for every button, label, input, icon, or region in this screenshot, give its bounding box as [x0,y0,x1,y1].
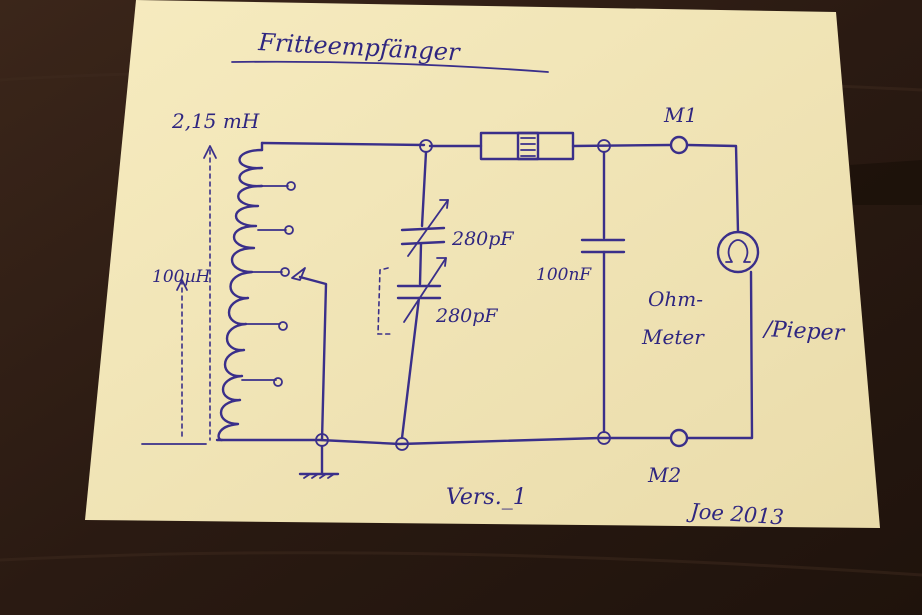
label-cap-variable-2: 280pF [435,305,498,327]
ohm-meter-symbol [716,230,760,274]
title-underline [231,60,549,73]
label-terminal-m1: M1 [663,103,697,127]
label-meter-line2: Meter [641,325,705,349]
wire-top-right [571,143,672,148]
label-version: Vers._1 [446,485,527,510]
label-cap-variable-1: 280pF [451,228,514,250]
label-terminal-m2: M2 [647,463,681,487]
coil-inductor [217,141,296,442]
terminal-m2-circle [669,428,689,448]
inductance-dimension [141,145,217,445]
wire-top-left [260,141,426,147]
wire-to-beeper [686,143,740,234]
label-meter-line1: Ohm- [648,287,703,311]
label-inductance-total: 2,15 mH [171,109,260,133]
variable-capacitor-1 [400,199,449,257]
gang-link [377,267,393,335]
wire-bottom-right [686,270,754,440]
wire-vcap-mid [418,242,423,286]
paper-sheet [85,0,880,528]
wire-vcap-top [420,150,428,228]
wire-bottom [215,436,672,446]
tap-selector-arrow [291,267,306,281]
label-inductance-partial: 100µH [152,267,211,287]
wire-vcap-bottom [400,296,421,440]
terminal-m1-circle [669,135,689,155]
ground-symbol [298,444,340,479]
tap-selector-wire [298,275,328,442]
label-beeper: /Pieper [762,317,847,346]
label-cap-fixed: 100nF [536,265,592,285]
